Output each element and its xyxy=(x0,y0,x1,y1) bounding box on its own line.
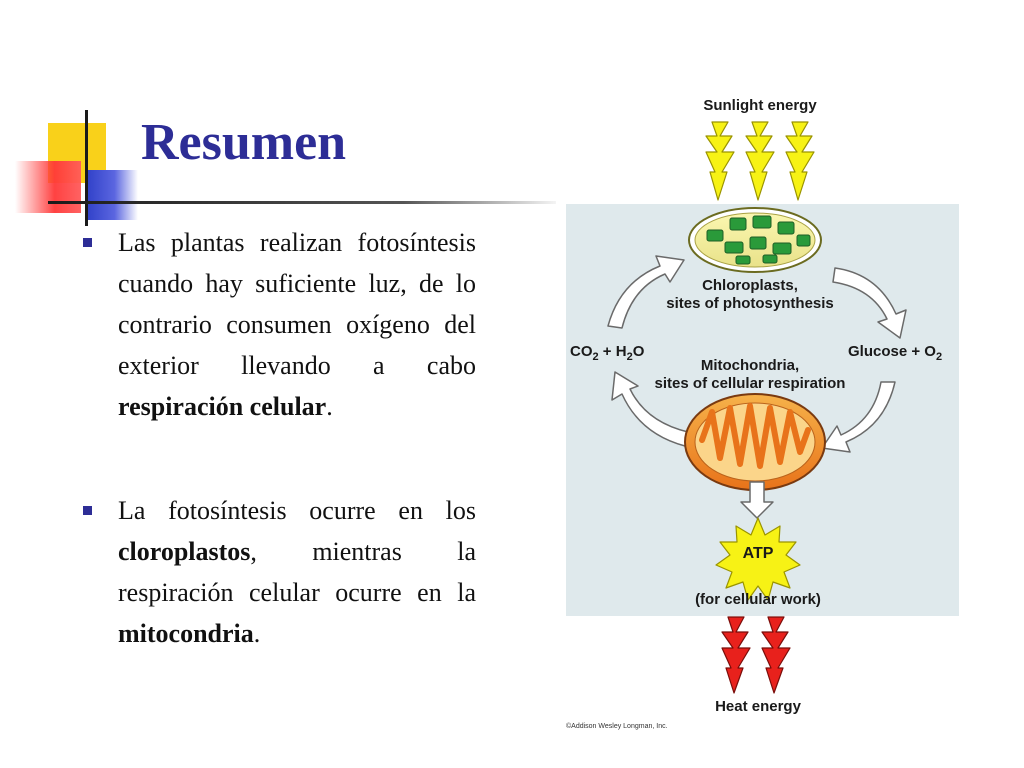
energy-flow-diagram: Sunlight energy Chloroplasts, sites of p… xyxy=(560,90,960,740)
deco-vertical-line xyxy=(85,110,88,226)
bullet-text-run: , mientras la respiración celular ocurre… xyxy=(118,537,476,607)
bullet-square-icon xyxy=(83,238,92,247)
deco-red-square xyxy=(15,161,81,213)
chloroplast-icon xyxy=(688,207,822,273)
mitochondria-line2: sites of cellular respiration xyxy=(654,375,846,392)
sunlight-energy-label: Sunlight energy xyxy=(703,97,817,114)
atp-burst-icon xyxy=(715,517,801,601)
atp-note-label: (for cellular work) xyxy=(695,591,821,608)
chloroplasts-line2: sites of photosynthesis xyxy=(666,295,834,312)
heat-energy-label: Heat energy xyxy=(715,698,801,715)
mitochondria-line1: Mitochondria, xyxy=(700,357,800,374)
cycle-arrows-icon xyxy=(607,255,907,453)
chloroplasts-label: Chloroplasts, sites of photosynthesis xyxy=(640,277,860,313)
bullet-bold-run: cloroplastos xyxy=(118,537,251,566)
co2-h2o-label: CO2 + H2O xyxy=(570,343,645,363)
chloroplasts-line1: Chloroplasts, xyxy=(702,277,798,294)
diagram-graphics xyxy=(566,121,959,694)
arrow-to-atp-icon xyxy=(740,481,774,519)
sunlight-bolts-icon xyxy=(705,121,815,201)
bullet-text-run: La fotosíntesis ocurre en los xyxy=(118,496,476,525)
bullet-bold-run: mitocondria xyxy=(118,619,254,648)
bullet-item: La fotosíntesis ocurre en los cloroplast… xyxy=(80,490,476,654)
bullet-text-run: . xyxy=(253,619,261,648)
bullet-text-run: Las plantas realizan fotosíntesis cuando… xyxy=(118,228,476,380)
slide-title: Resumen xyxy=(141,114,347,171)
bullet-text: La fotosíntesis ocurre en los cloroplast… xyxy=(118,496,476,648)
copyright-label: ©Addison Wesley Longman, Inc. xyxy=(566,723,668,730)
heat-bolts-icon xyxy=(721,616,791,694)
bullet-list: Las plantas realizan fotosíntesis cuando… xyxy=(80,222,476,654)
deco-horizontal-line xyxy=(48,201,556,204)
bullet-item: Las plantas realizan fotosíntesis cuando… xyxy=(80,222,476,427)
atp-label: ATP xyxy=(742,545,774,562)
deco-blue-square xyxy=(86,170,138,220)
bullet-square-icon xyxy=(83,506,92,515)
glucose-o2-label: Glucose + O2 xyxy=(848,343,943,363)
mitochondria-label: Mitochondria, sites of cellular respirat… xyxy=(640,357,860,393)
bullet-bold-run: respiración celular xyxy=(118,392,327,421)
bullet-text: Las plantas realizan fotosíntesis cuando… xyxy=(118,228,476,421)
mitochondria-icon xyxy=(684,393,826,491)
bullet-text-run: . xyxy=(326,392,333,421)
